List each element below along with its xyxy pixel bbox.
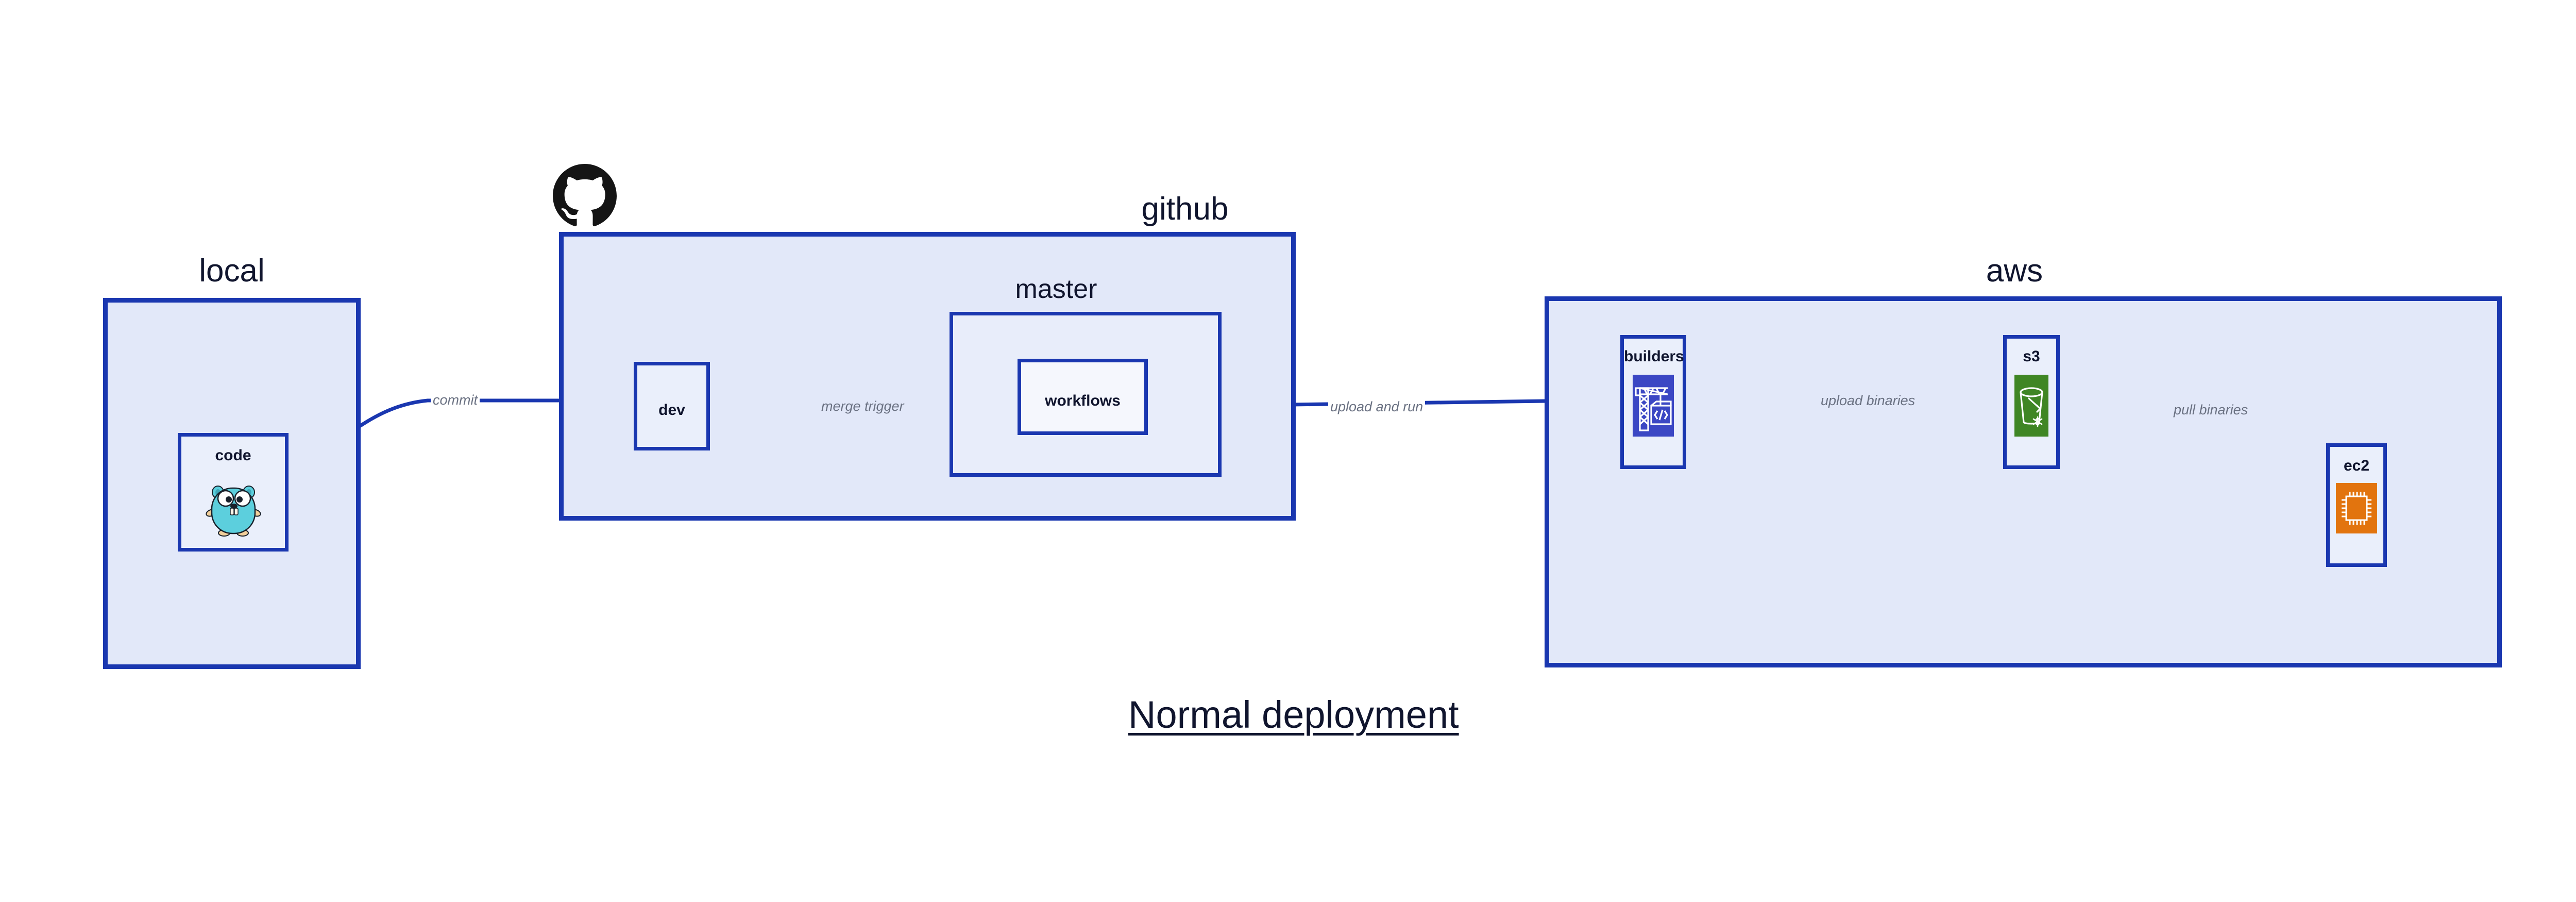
- aws-ec2-chip-icon: [2336, 483, 2377, 533]
- edge-label-upload-binaries: upload binaries: [1819, 394, 1918, 408]
- node-label-ec2: ec2: [2343, 457, 2370, 474]
- edge-label-upload-and-run: upload and run: [1328, 400, 1426, 414]
- node-dev[interactable]: dev: [634, 362, 710, 450]
- node-label-workflows: workflows: [1045, 392, 1121, 409]
- node-label-code: code: [215, 447, 251, 464]
- edge-label-pull-binaries: pull binaries: [2172, 403, 2250, 417]
- node-label-s3: s3: [2023, 348, 2040, 365]
- group-label-local: local: [199, 253, 265, 289]
- group-label-github: github: [1141, 191, 1229, 227]
- github-octocat-icon: [553, 164, 617, 228]
- node-ec2[interactable]: ec2: [2326, 443, 2387, 567]
- node-builders[interactable]: builders: [1620, 335, 1686, 469]
- edge-label-merge-trigger: merge trigger: [819, 399, 906, 413]
- node-label-dev: dev: [658, 402, 685, 419]
- go-gopher-icon: [202, 477, 264, 539]
- group-label-aws: aws: [1986, 253, 2043, 289]
- subgroup-label-master: master: [1015, 274, 1097, 304]
- node-workflows[interactable]: workflows: [1018, 359, 1148, 435]
- page-title: Normal deployment: [1128, 693, 1459, 736]
- aws-builders-icon: [1633, 375, 1674, 437]
- node-code[interactable]: code: [178, 433, 289, 552]
- group-local[interactable]: [103, 298, 361, 669]
- node-label-builders: builders: [1624, 348, 1684, 365]
- edge-label-commit: commit: [431, 393, 480, 407]
- node-s3[interactable]: s3: [2003, 335, 2060, 469]
- aws-s3-glacier-icon: [2014, 375, 2048, 437]
